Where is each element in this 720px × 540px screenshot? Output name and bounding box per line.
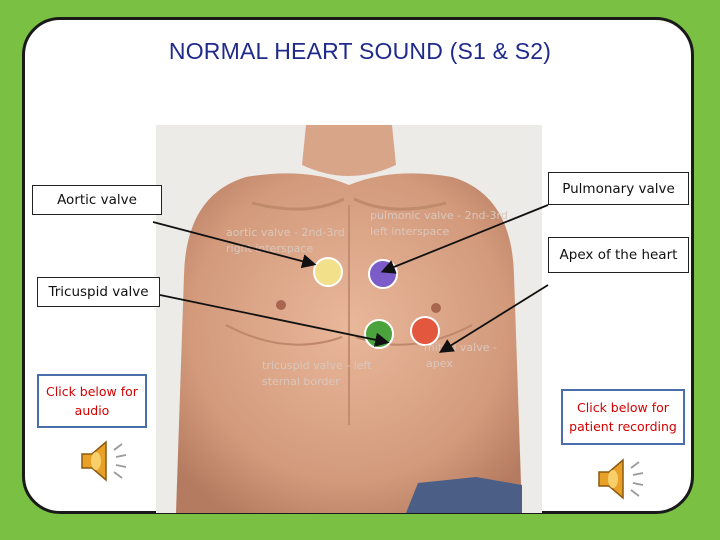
photo-label-tricuspid-2: sternal border xyxy=(262,375,340,388)
arrow-pulmonary xyxy=(380,204,549,274)
arrow-apex xyxy=(438,284,549,353)
label-tricuspid-valve: Tricuspid valve xyxy=(37,277,160,307)
audio-button[interactable]: Click below for audio xyxy=(37,374,147,428)
label-aortic-valve: Aortic valve xyxy=(32,185,162,215)
photo-label-pulmonic-2: left interspace xyxy=(370,225,449,238)
arrow-aortic xyxy=(152,221,317,269)
photo-label-tricuspid-1: tricuspid valve - left xyxy=(262,359,372,372)
speaker-icon[interactable] xyxy=(78,436,134,486)
photo-label-aortic-2: right interspace xyxy=(226,242,313,255)
label-pulmonary-valve: Pulmonary valve xyxy=(548,172,689,205)
arrow-tricuspid xyxy=(159,294,390,347)
slide-title: NORMAL HEART SOUND (S1 & S2) xyxy=(168,38,552,64)
photo-label-mitral-2: apex xyxy=(426,357,453,370)
chest-photo: aortic valve - 2nd-3rd right interspace … xyxy=(156,125,542,513)
photo-label-pulmonic-1: pulmonic valve - 2nd-3rd xyxy=(370,209,508,222)
chest-illustration: aortic valve - 2nd-3rd right interspace … xyxy=(156,125,542,513)
photo-label-aortic-1: aortic valve - 2nd-3rd xyxy=(226,226,345,239)
speaker-icon[interactable] xyxy=(595,454,651,504)
label-apex-of-heart: Apex of the heart xyxy=(548,237,689,273)
patient-recording-button[interactable]: Click below for patient recording xyxy=(561,389,685,445)
